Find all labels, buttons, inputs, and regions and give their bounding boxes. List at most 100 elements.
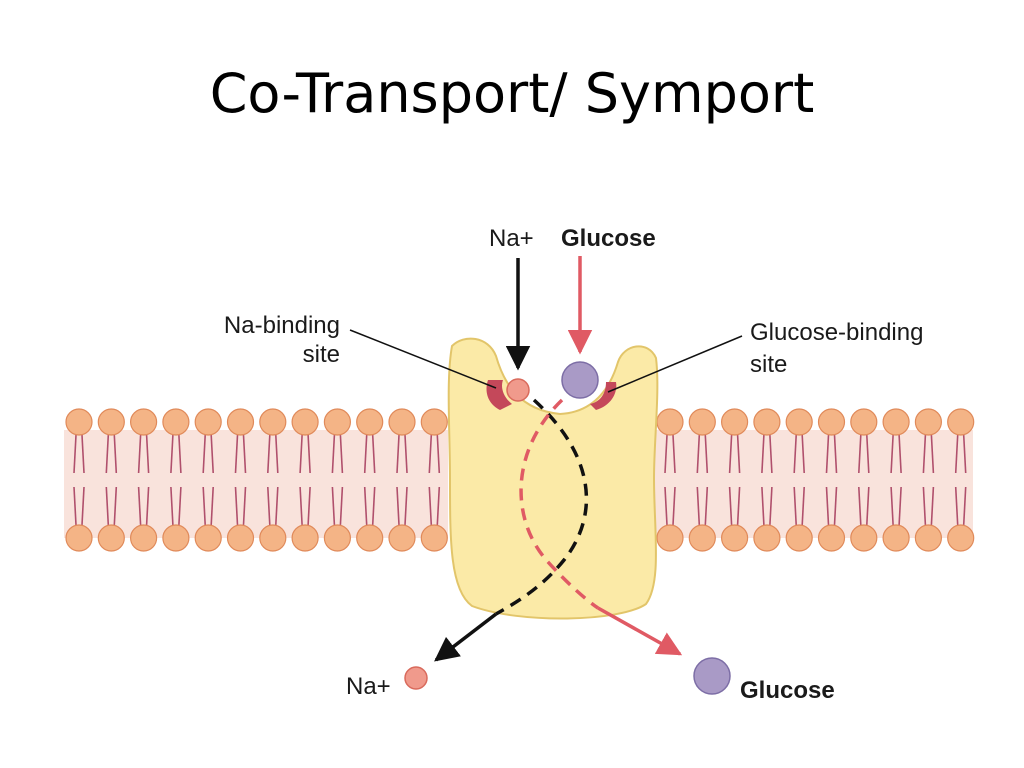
lipid-tail — [930, 486, 935, 526]
lipid-tail — [299, 486, 303, 526]
na-bottom-label: Na+ — [346, 673, 391, 700]
lipid-tail — [145, 434, 150, 474]
lipid-tail — [371, 434, 376, 474]
lipid-tail — [898, 434, 902, 474]
lipid-tail — [331, 434, 336, 474]
lipid-head — [850, 408, 878, 436]
glucose-binding-leader — [607, 335, 743, 393]
lipid-tail — [113, 486, 118, 526]
lipid-tail — [178, 434, 182, 474]
lipid-tail — [769, 486, 773, 526]
glucose-binding-site — [590, 382, 617, 410]
glucose-exit-arrow — [597, 606, 683, 656]
lipid-head — [720, 408, 749, 436]
lipid-tail — [178, 486, 182, 526]
lipid-head — [656, 408, 684, 436]
lipid-head — [162, 408, 190, 436]
lipid-tails — [73, 434, 967, 526]
lipid-tail — [736, 434, 741, 474]
lipid-tail — [436, 434, 441, 474]
slide-title: Co-Transport/ Symport — [209, 62, 815, 125]
lipid-tail — [275, 486, 279, 526]
lipid-tail — [137, 434, 142, 474]
lipid-tail — [769, 434, 773, 474]
lipid-head — [947, 524, 975, 552]
lipid-tail — [728, 434, 733, 474]
glucose-pathway — [519, 398, 599, 610]
lipid-tail — [267, 486, 271, 526]
lipid-tail — [396, 486, 400, 526]
lipid-tail — [954, 434, 959, 474]
lipid-tail — [728, 486, 733, 526]
lipid-head — [259, 524, 287, 552]
lipid-head — [356, 524, 384, 552]
lipid-head — [388, 408, 416, 436]
lipid-tail — [736, 486, 741, 526]
lipid-tail — [210, 434, 214, 474]
lipid-head — [162, 524, 190, 552]
lipid-tail — [73, 434, 77, 474]
lipid-head — [688, 524, 716, 552]
lipid-tail — [793, 434, 797, 474]
lipid-tail — [404, 486, 408, 526]
lipid-tail — [825, 434, 830, 474]
lipid-head — [130, 408, 158, 436]
lipid-tail — [858, 486, 862, 526]
lipid-tail — [363, 434, 368, 474]
lipid-head — [914, 408, 943, 436]
lipid-tail — [801, 434, 805, 474]
glucose-molecule-bound — [561, 361, 599, 399]
lipid-tail — [363, 486, 368, 526]
lipid-tail — [761, 486, 765, 526]
lipid-tail — [858, 434, 862, 474]
lipid-head — [323, 408, 351, 436]
glucose-molecule-released — [693, 657, 731, 695]
lipid-tail — [962, 486, 967, 526]
transport-protein — [447, 337, 659, 620]
lipid-head — [388, 524, 416, 552]
lipid-tail — [833, 486, 838, 526]
lipid-tail — [170, 434, 174, 474]
lipid-head — [97, 408, 125, 436]
lipid-head — [817, 524, 846, 552]
glucose-binding-label-line1: Glucose-binding — [750, 319, 923, 346]
lipid-tail — [428, 486, 433, 526]
lipid-tail — [954, 486, 959, 526]
lipid-tail — [145, 486, 150, 526]
lipid-head — [947, 408, 975, 436]
lipid-tail — [704, 434, 709, 474]
lipid-tail — [890, 434, 894, 474]
glucose-bottom-label: Glucose — [740, 677, 835, 704]
lipid-tail — [113, 434, 118, 474]
na-binding-leader — [349, 329, 497, 389]
lipid-tail — [202, 434, 206, 474]
lipid-tail — [672, 434, 676, 474]
lipid-tail — [761, 434, 765, 474]
lipid-head — [291, 408, 319, 436]
lipid-tail — [696, 434, 701, 474]
lipid-tail — [833, 434, 838, 474]
lipid-head — [226, 524, 255, 552]
lipid-tail — [234, 434, 239, 474]
na-binding-label-line2: site — [303, 341, 340, 368]
lipid-head — [420, 524, 448, 552]
lipid-tail — [242, 434, 247, 474]
lipid-head — [291, 524, 319, 552]
lipid-tail — [922, 434, 927, 474]
lipid-tail — [664, 434, 668, 474]
lipid-head — [914, 524, 943, 552]
lipid-tail — [825, 486, 830, 526]
membrane-band-right — [655, 430, 973, 538]
lipid-tail — [210, 486, 214, 526]
lipid-head — [753, 524, 781, 552]
lipid-head — [850, 524, 878, 552]
lipid-tail — [890, 486, 894, 526]
lipid-tail — [242, 486, 247, 526]
lipid-head — [656, 524, 684, 552]
lipid-tail — [267, 434, 271, 474]
lipid-heads — [65, 408, 975, 552]
lipid-head — [356, 408, 384, 436]
lipid-tail — [137, 486, 142, 526]
lipid-head — [882, 524, 910, 552]
